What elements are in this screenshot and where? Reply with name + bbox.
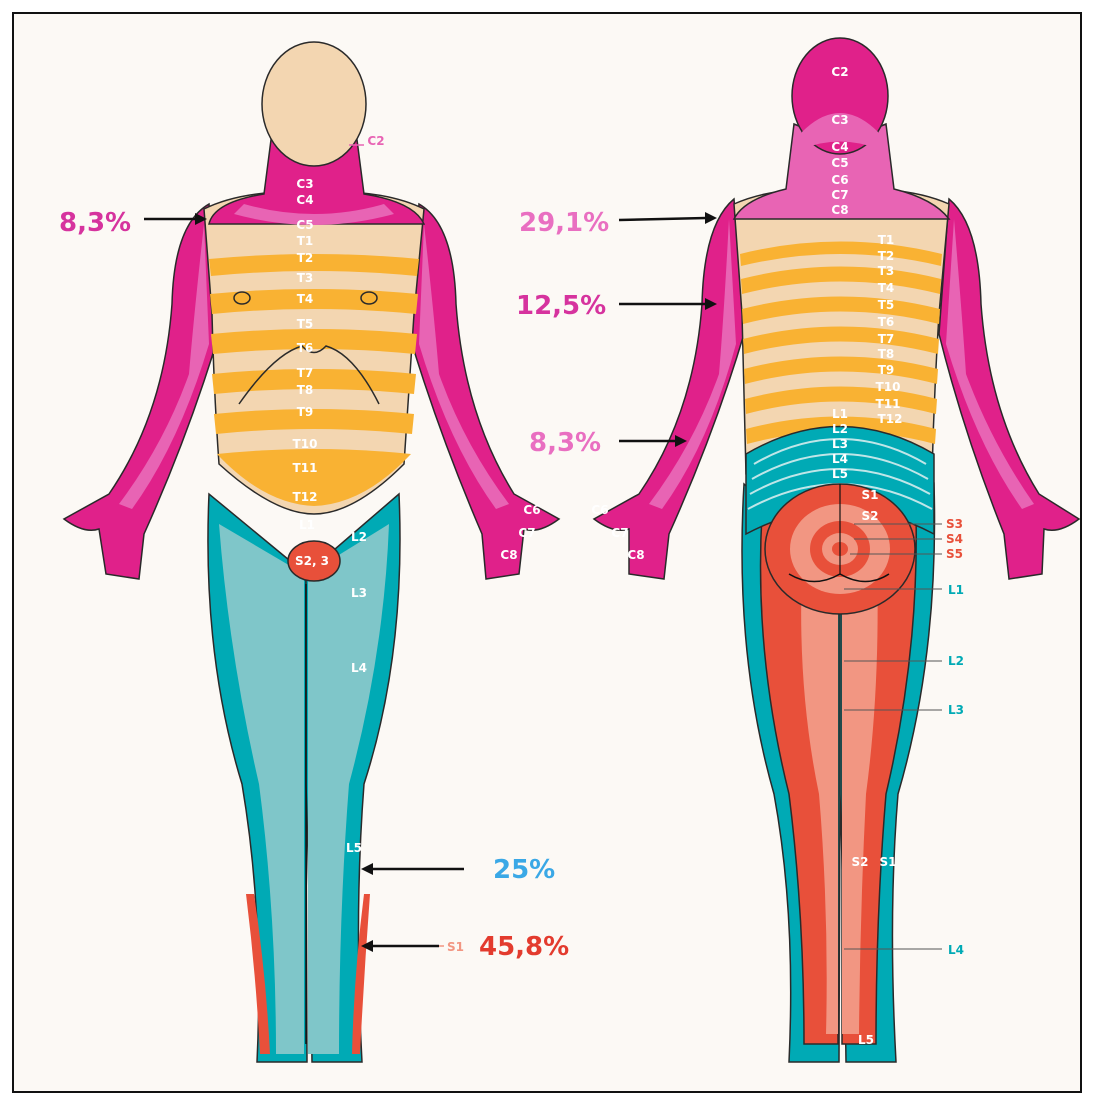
- back-label-t2: T2: [878, 249, 895, 263]
- back-ext-label-l4: L4: [948, 943, 964, 957]
- front-pct-l5: 25%: [493, 855, 555, 885]
- front-label-l1: L1: [299, 518, 315, 532]
- front-label-c6: C6: [523, 503, 540, 517]
- back-label-t12: T12: [878, 412, 903, 426]
- front-label-t8: T8: [297, 383, 314, 397]
- back-label-t1: T1: [878, 233, 895, 247]
- front-label-l4: L4: [351, 661, 367, 675]
- front-pct-shoulder: 8,3%: [59, 208, 131, 238]
- back-label-s1: S1: [862, 488, 879, 502]
- front-label-c3: C3: [296, 177, 313, 191]
- back-pct-upper-arm: 12,5%: [516, 291, 606, 321]
- back-label-t11: T11: [876, 397, 901, 411]
- front-label-c4: C4: [296, 193, 313, 207]
- back-pct-forearm: 8,3%: [529, 428, 601, 458]
- front-label-l5: L5: [346, 841, 362, 855]
- back-hand-label-c8: C8: [627, 548, 644, 562]
- back-ext-label-l3: L3: [948, 703, 964, 717]
- back-label-t4: T4: [878, 281, 895, 295]
- front-left-arm: [64, 204, 219, 579]
- back-hand-label-c7: C7: [611, 526, 628, 540]
- front-label-l3: L3: [351, 586, 367, 600]
- back-label-t3: T3: [878, 264, 895, 278]
- front-label-c2: C2: [367, 134, 384, 148]
- back-label-l4: L4: [832, 452, 848, 466]
- back-label-l5: L5: [832, 467, 848, 481]
- front-label-s23: S2, 3: [295, 554, 329, 568]
- back-label-t9: T9: [878, 363, 895, 377]
- back-label-c7: C7: [831, 188, 848, 202]
- front-label-t4: T4: [297, 292, 314, 306]
- back-label-l1: L1: [832, 407, 848, 421]
- front-head: [262, 42, 366, 166]
- back-label-t6: T6: [878, 315, 895, 329]
- front-label-c7: C7: [518, 526, 535, 540]
- back-leg-label-s1: S1: [880, 855, 897, 869]
- front-label-t7: T7: [297, 366, 314, 380]
- back-foot-label-l5: L5: [858, 1033, 874, 1047]
- front-label-c5: C5: [296, 218, 313, 232]
- back-ext-label-l2: L2: [948, 654, 964, 668]
- front-label-l2: L2: [351, 530, 367, 544]
- front-label-t10: T10: [293, 437, 318, 451]
- front-label-t6: T6: [297, 341, 314, 355]
- back-label-s3: S3: [946, 517, 963, 531]
- back-label-c8: C8: [831, 203, 848, 217]
- dermatome-diagram: C2 C3 C4 C5 T1 T2 T3 T4 T5 T6 T7 T8 T9 T…: [12, 12, 1082, 1093]
- front-label-t9: T9: [297, 405, 314, 419]
- back-label-t8: T8: [878, 347, 895, 361]
- back-hand-label-c6: C6: [591, 503, 608, 517]
- front-label-t1: T1: [297, 234, 314, 248]
- front-label-t5: T5: [297, 317, 314, 331]
- back-arrow-shoulder: [619, 218, 706, 220]
- back-label-s5: S5: [946, 547, 963, 561]
- back-leg-label-s2: S2: [852, 855, 869, 869]
- back-label-s4: S4: [946, 532, 963, 546]
- back-label-c6: C6: [831, 173, 848, 187]
- back-label-s2: S2: [862, 509, 879, 523]
- back-label-l3: L3: [832, 437, 848, 451]
- front-right-arm: [409, 204, 559, 579]
- front-label-t3: T3: [297, 271, 314, 285]
- back-label-t10: T10: [876, 380, 901, 394]
- back-label-c2: C2: [831, 65, 848, 79]
- dermatome-figures: C2 C3 C4 C5 T1 T2 T3 T4 T5 T6 T7 T8 T9 T…: [14, 14, 1082, 1093]
- back-label-l2: L2: [832, 422, 848, 436]
- back-ext-label-l1: L1: [948, 583, 964, 597]
- front-label-t2: T2: [297, 251, 314, 265]
- back-label-t5: T5: [878, 298, 895, 312]
- back-label-c4: C4: [831, 140, 848, 154]
- back-label-c3: C3: [831, 113, 848, 127]
- front-label-c8: C8: [500, 548, 517, 562]
- front-label-t11: T11: [293, 461, 318, 475]
- front-pct-s1: 45,8%: [479, 932, 569, 962]
- front-label-s1: S1: [447, 940, 464, 954]
- back-label-t7: T7: [878, 332, 895, 346]
- back-label-c5: C5: [831, 156, 848, 170]
- front-label-t12: T12: [293, 490, 318, 504]
- back-pct-shoulder: 29,1%: [519, 208, 609, 238]
